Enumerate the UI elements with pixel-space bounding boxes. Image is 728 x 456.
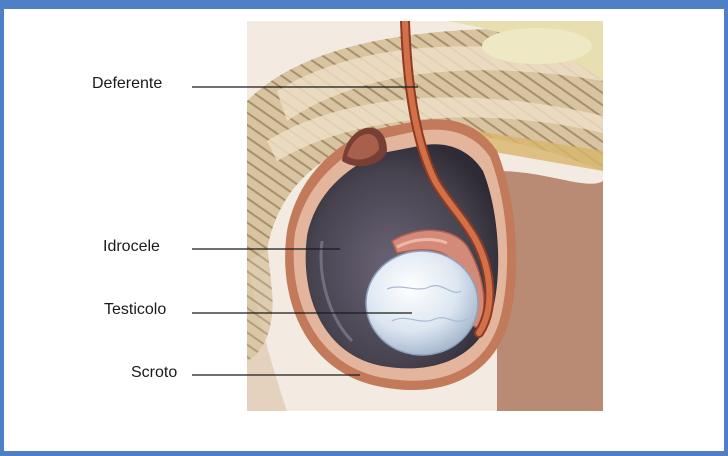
label-idrocele: Idrocele (103, 238, 160, 256)
label-scroto: Scroto (131, 364, 177, 382)
label-deferente: Deferente (92, 75, 162, 93)
label-testicolo: Testicolo (104, 301, 166, 319)
